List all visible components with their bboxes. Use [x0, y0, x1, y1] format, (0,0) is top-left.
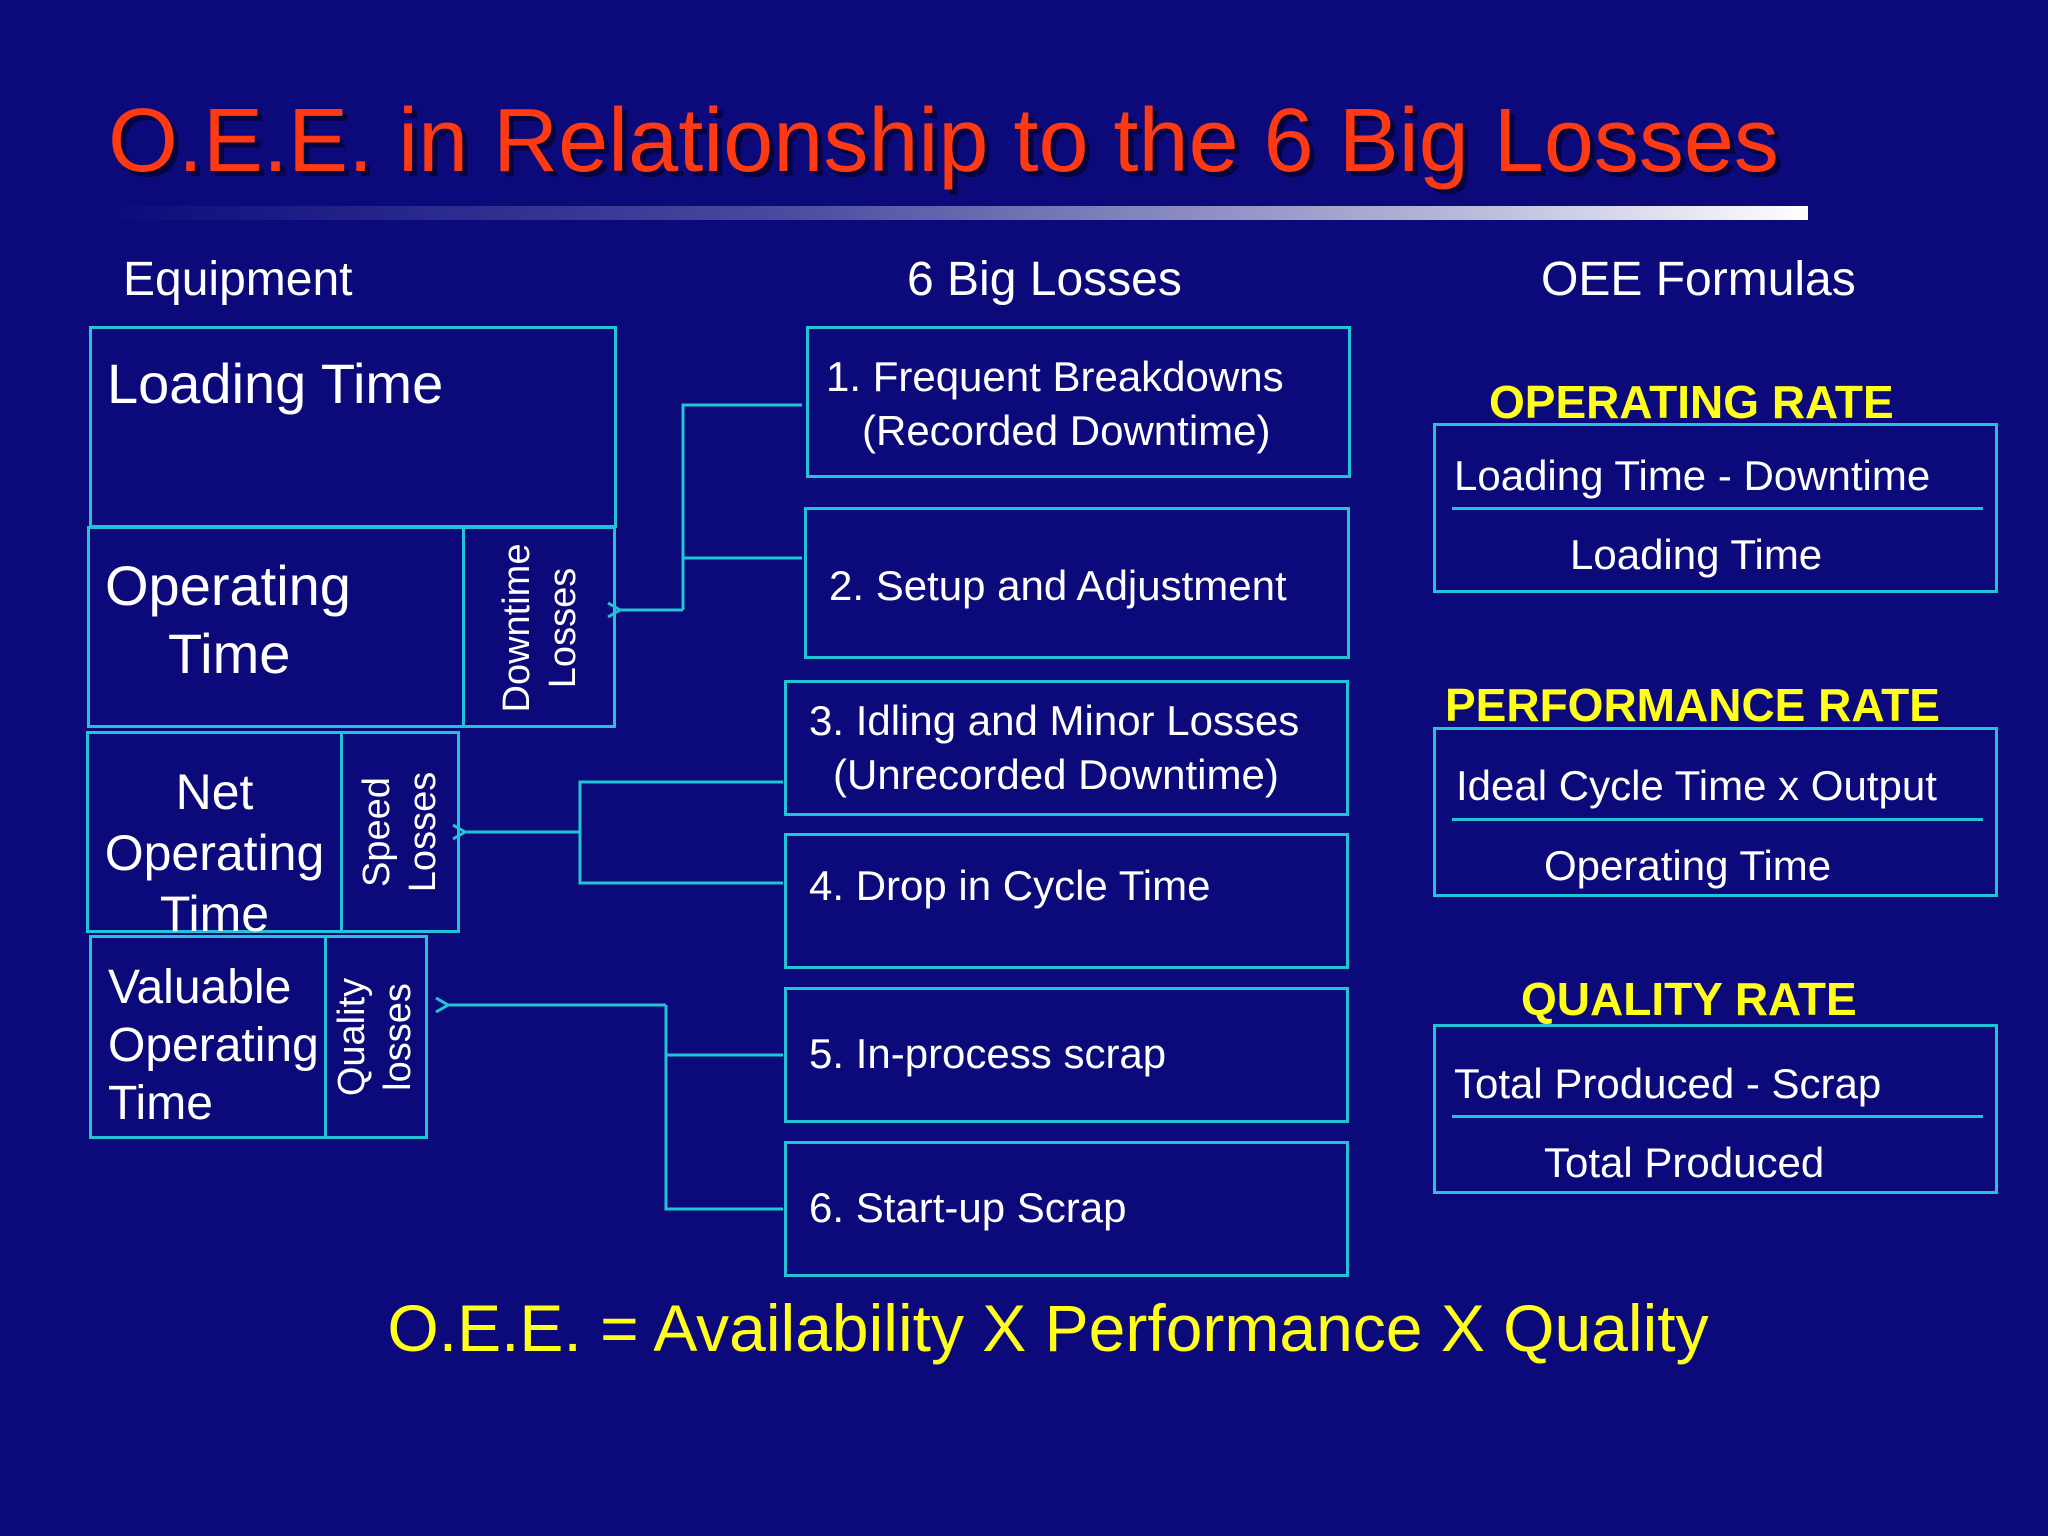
quality-rate-numerator: Total Produced - Scrap: [1454, 1060, 1882, 1107]
operating-time-label-line1: Operating: [105, 554, 351, 617]
loss-2-line1: 2. Setup and Adjustment: [829, 562, 1287, 609]
speed-losses-line1: Speed: [356, 777, 398, 887]
downtime-losses-line1: Downtime: [496, 543, 538, 713]
loading-time-label: Loading Time: [107, 352, 444, 415]
quality-rate-denominator: Total Produced: [1544, 1139, 1825, 1186]
column-header-equipment: Equipment: [123, 253, 353, 306]
performance-rate-fraction-line: [1452, 818, 1983, 821]
quality-losses-line2: losses: [377, 983, 419, 1091]
quality-losses-box: Quality losses: [324, 935, 428, 1139]
slide-title: O.E.E. in Relationship to the 6 Big Loss…: [108, 91, 1779, 191]
net-operating-time-line1: Net: [175, 764, 254, 820]
performance-rate-numerator: Ideal Cycle Time x Output: [1456, 762, 1937, 809]
loss-1-line1: 1. Frequent Breakdowns: [826, 353, 1284, 400]
formula-box-quality-rate: Total Produced - Scrap Total Produced: [1433, 1024, 1998, 1194]
loss-box-6: 6. Start-up Scrap: [784, 1141, 1349, 1277]
connector-loss-3: [578, 780, 783, 885]
loss-6-line1: 6. Start-up Scrap: [809, 1184, 1127, 1231]
net-operating-time-line3: Time: [159, 886, 270, 942]
downtime-losses-line2: Losses: [542, 567, 584, 689]
operating-rate-fraction-line: [1452, 507, 1983, 510]
loss-box-4: 4. Drop in Cycle Time: [784, 833, 1349, 969]
column-header-losses: 6 Big Losses: [907, 253, 1182, 306]
speed-losses-label: Speed Losses: [354, 732, 446, 932]
loss-1-line2: (Recorded Downtime): [862, 407, 1271, 454]
loss-4-line1: 4. Drop in Cycle Time: [809, 862, 1211, 909]
net-operating-time-line2: Operating: [104, 825, 325, 881]
loss-box-2: 2. Setup and Adjustment: [804, 507, 1350, 659]
column-header-formulas: OEE Formulas: [1541, 253, 1856, 306]
title-underline: [100, 206, 1808, 220]
loss-3-line1: 3. Idling and Minor Losses: [809, 697, 1300, 744]
net-operating-time-box: Net Operating Time: [86, 731, 343, 942]
speed-losses-box: Speed Losses: [340, 731, 460, 933]
loading-time-box: Loading Time: [89, 326, 617, 528]
oee-equation: O.E.E. = Availability X Performance X Qu…: [387, 1291, 1709, 1365]
valuable-operating-time-line2: Operating: [108, 1019, 319, 1072]
formula-heading-performance-rate: PERFORMANCE RATE: [1445, 679, 1940, 731]
valuable-operating-time-line1: Valuable: [108, 961, 292, 1014]
formula-box-operating-rate: Loading Time - Downtime Loading Time: [1433, 423, 1998, 593]
performance-rate-denominator: Operating Time: [1544, 842, 1832, 889]
operating-time-box: Operating Time: [87, 526, 465, 728]
quality-losses-line1: Quality: [331, 977, 373, 1097]
formula-heading-quality-rate: QUALITY RATE: [1521, 973, 1857, 1025]
formula-heading-operating-rate: OPERATING RATE: [1489, 376, 1894, 428]
quality-losses-label: Quality losses: [329, 937, 421, 1137]
loss-3-line2: (Unrecorded Downtime): [833, 751, 1279, 798]
valuable-operating-time-label: Valuable Operating Time: [108, 959, 319, 1133]
downtime-losses-box: Downtime Losses: [462, 526, 616, 728]
connector-loss-6: [664, 1005, 783, 1211]
valuable-operating-time-line3: Time: [108, 1077, 213, 1130]
operating-time-label-line2: Time: [168, 622, 291, 685]
net-operating-time-label: Net Operating Time: [89, 762, 340, 945]
quality-rate-fraction-line: [1452, 1115, 1983, 1118]
connector-loss-1: [681, 403, 802, 610]
downtime-losses-label: Downtime Losses: [494, 528, 586, 728]
operating-rate-denominator: Loading Time: [1570, 531, 1823, 578]
operating-rate-numerator: Loading Time - Downtime: [1454, 452, 1931, 499]
speed-losses-line2: Losses: [402, 771, 444, 893]
loss-5-line1: 5. In-process scrap: [809, 1030, 1167, 1077]
valuable-operating-time-box: Valuable Operating Time: [89, 935, 327, 1139]
formula-box-performance-rate: Ideal Cycle Time x Output Operating Time: [1433, 727, 1998, 897]
loss-box-1: 1. Frequent Breakdowns (Recorded Downtim…: [806, 326, 1351, 478]
loss-box-5: 5. In-process scrap: [784, 987, 1349, 1123]
loss-box-3: 3. Idling and Minor Losses (Unrecorded D…: [784, 680, 1349, 816]
